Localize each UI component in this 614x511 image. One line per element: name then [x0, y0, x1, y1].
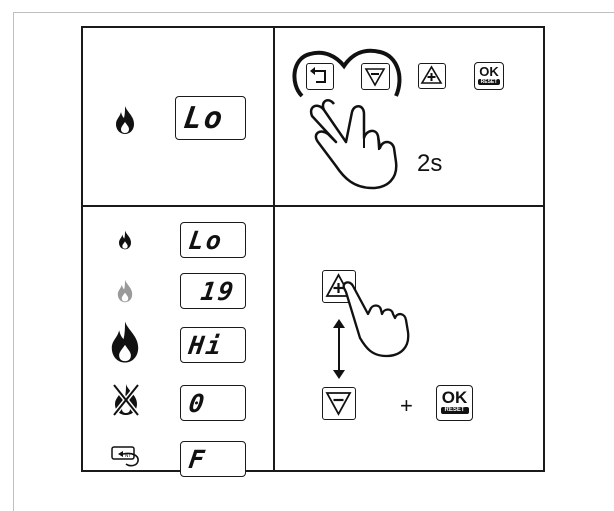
up-down-arrow-icon: [331, 318, 347, 380]
image-frame-left: [13, 12, 14, 511]
hold-time-label: 2s: [417, 150, 442, 178]
menu-display-text: 0: [187, 389, 208, 418]
menu-flame-large-icon: [108, 320, 142, 364]
ok-label: OK: [475, 65, 503, 78]
plus-sign: +: [400, 393, 413, 419]
grid-divider-horizontal: [81, 205, 545, 207]
menu-display-text: F: [187, 445, 208, 474]
display-text: Lo: [182, 101, 227, 136]
menu-display-lo: Lo: [180, 222, 246, 258]
menu-display-text: Lo: [187, 226, 225, 255]
menu-flame-off-icon: [111, 381, 141, 417]
menu-display-f: F: [180, 441, 246, 477]
display-lo: Lo: [175, 96, 246, 140]
menu-display-hi: Hi: [180, 327, 246, 363]
two-finger-hand-icon: [306, 82, 416, 192]
menu-flame-medium-gray-icon: [116, 279, 134, 303]
ok-label: OK: [437, 389, 472, 406]
grid-divider-vertical: [273, 26, 275, 472]
menu-display-19: 19: [180, 273, 246, 309]
menu-display-0: 0: [180, 385, 246, 421]
menu-display-text: Hi: [187, 331, 225, 360]
flame-small-icon: [114, 105, 136, 135]
plus-triangle-icon: [419, 64, 444, 87]
reset-label: RESET: [441, 407, 469, 414]
plus-key[interactable]: [418, 63, 446, 89]
ok-reset-key[interactable]: OK RESET: [474, 62, 504, 90]
menu-display-text: 19: [199, 277, 237, 306]
menu-flame-small-icon: [117, 230, 133, 250]
menu-back-key-icon: NT: [111, 446, 143, 468]
reset-label: RESET: [478, 79, 500, 85]
ok-reset-key-large[interactable]: OK RESET: [436, 385, 473, 421]
svg-text:NT: NT: [125, 453, 131, 459]
minus-key-large[interactable]: [322, 387, 356, 420]
image-frame-top: [13, 12, 614, 13]
minus-triangle-icon: [323, 388, 354, 418]
pointing-hand-icon: [340, 282, 420, 358]
